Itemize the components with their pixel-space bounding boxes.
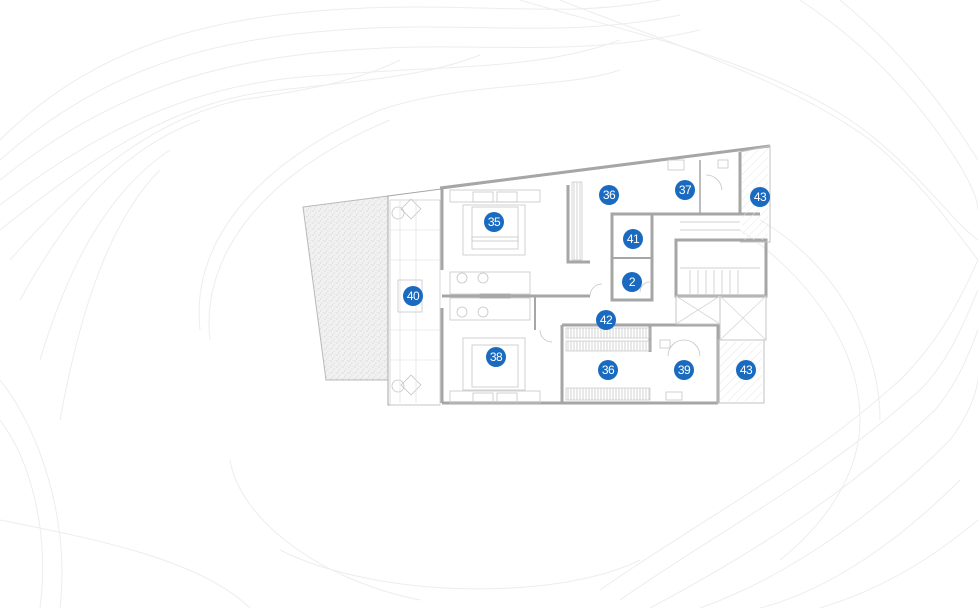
room-marker-40[interactable]: 40 [403,286,423,306]
building-outline [387,144,771,406]
room-marker-43-lower[interactable]: 43 [736,360,756,380]
room-marker-39[interactable]: 39 [674,360,694,380]
room-marker-42[interactable]: 42 [596,310,616,330]
room-marker-36-lower[interactable]: 36 [598,360,618,380]
room-marker-43-upper[interactable]: 43 [750,187,770,207]
gravel-terrace [302,195,389,381]
room-marker-38[interactable]: 38 [486,347,506,367]
staircase [680,221,760,294]
furniture [391,159,729,404]
room-marker-37[interactable]: 37 [675,180,695,200]
room-marker-2[interactable]: 2 [622,272,642,292]
room-marker-41[interactable]: 41 [623,229,643,249]
room-marker-36-upper[interactable]: 36 [599,185,619,205]
room-marker-35[interactable]: 35 [484,212,504,232]
closet-rails [565,181,651,401]
